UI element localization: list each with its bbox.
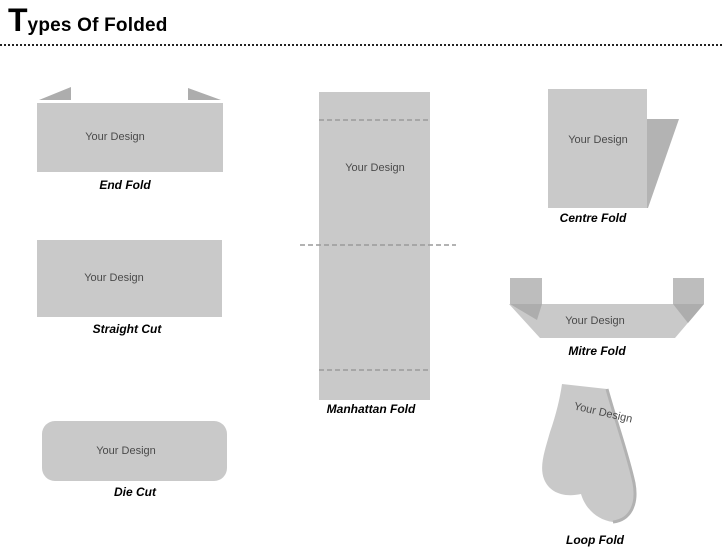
centre-fold-sheet — [548, 89, 647, 208]
mitre-fold-sheet — [509, 304, 704, 338]
die-cut-sheet — [42, 421, 227, 481]
mitre-fold-label: Mitre Fold — [568, 344, 626, 358]
title-dotted-divider — [0, 44, 722, 46]
title-drop-cap: T — [8, 2, 28, 38]
die-cut-label: Die Cut — [114, 485, 156, 499]
loop-fold-shape — [542, 384, 637, 524]
mitre-fold-left-corner-fold — [510, 304, 542, 320]
straight-cut-design-text: Your Design — [84, 272, 144, 284]
mitre-fold-shape — [509, 278, 704, 338]
mitre-fold-design-text: Your Design — [565, 315, 625, 327]
centre-fold-shape — [548, 89, 679, 208]
manhattan-fold-shape — [300, 92, 456, 400]
end-fold-sheet — [37, 103, 223, 172]
straight-cut-shape — [37, 240, 222, 317]
straight-cut-label: Straight Cut — [92, 322, 162, 336]
end-fold-left-flap — [39, 87, 71, 100]
centre-fold-back-flap — [647, 119, 679, 208]
straight-cut-sheet — [37, 240, 222, 317]
mitre-fold-right-tab — [673, 278, 704, 304]
manhattan-fold-sheet — [319, 92, 430, 400]
end-fold-design-text: Your Design — [85, 131, 145, 143]
loop-fold-label: Loop Fold — [566, 533, 624, 547]
end-fold-right-flap — [188, 88, 221, 100]
loop-fold-ribbon — [542, 384, 636, 522]
manhattan-fold-design-text: Your Design — [345, 162, 405, 174]
end-fold-label: End Fold — [99, 178, 151, 192]
loop-fold-curl-shading — [605, 388, 637, 524]
centre-fold-label: Centre Fold — [559, 211, 627, 225]
mitre-fold-left-tab — [510, 278, 542, 304]
die-cut-shape — [42, 421, 227, 481]
title-text: ypes Of Folded — [27, 15, 168, 36]
die-cut-design-text: Your Design — [96, 444, 156, 457]
manhattan-fold-label: Manhattan Fold — [326, 402, 416, 416]
mitre-fold-right-corner-fold — [673, 304, 704, 323]
end-fold-shape — [37, 87, 223, 172]
centre-fold-design-text: Your Design — [568, 134, 628, 146]
